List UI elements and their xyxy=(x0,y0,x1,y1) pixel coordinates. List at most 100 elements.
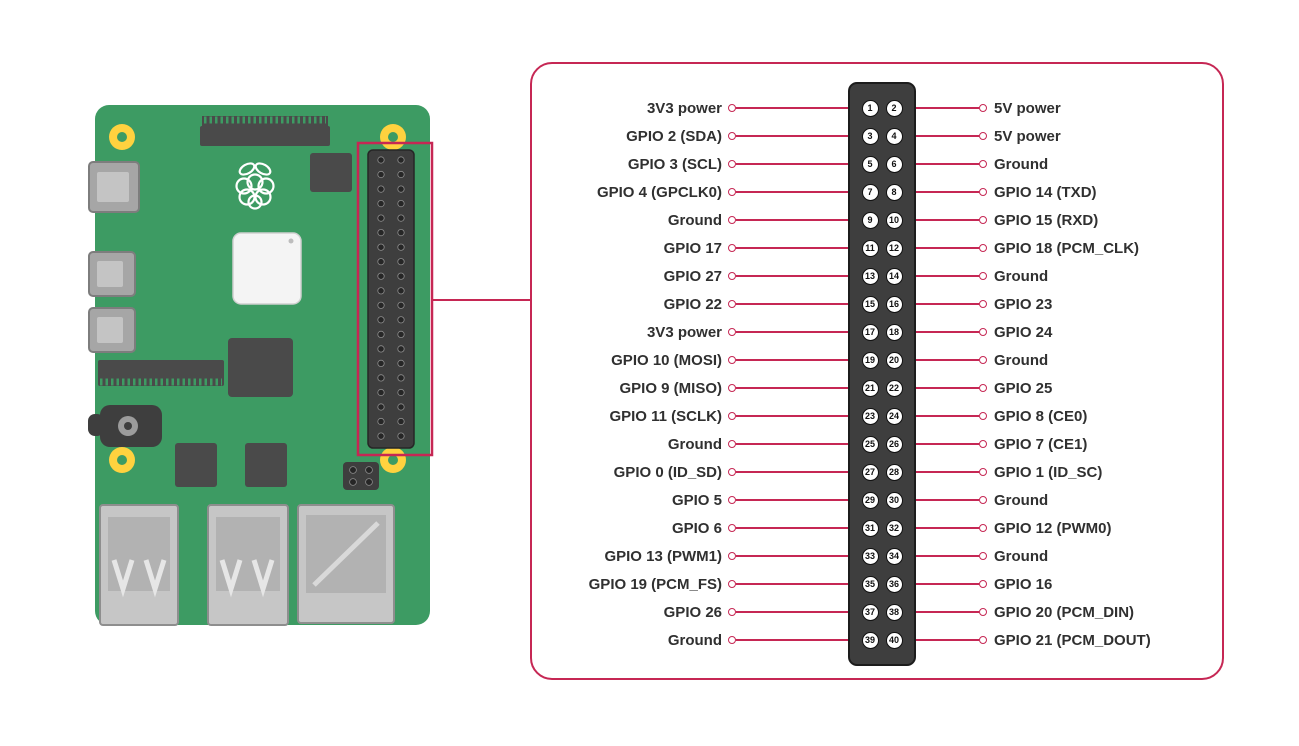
pin-number-odd: 17 xyxy=(861,323,879,341)
pin-row: GPIO 22 15 16 GPIO 23 xyxy=(532,290,1222,318)
pin-pair: 1 2 xyxy=(848,99,916,117)
pin-number-even: 36 xyxy=(885,575,903,593)
connector-dot-right xyxy=(979,160,987,168)
pin-number-even: 8 xyxy=(885,183,903,201)
pin-number-odd: 33 xyxy=(861,547,879,565)
pin-number-odd: 5 xyxy=(861,155,879,173)
pin-label-left: GPIO 9 (MISO) xyxy=(619,379,722,397)
micro-hdmi-port-1 xyxy=(88,307,136,353)
pin-label-left: GPIO 26 xyxy=(663,603,722,621)
pin-pair: 17 18 xyxy=(848,323,916,341)
pin-label-right: GPIO 25 xyxy=(994,379,1053,397)
pin-label-left: GPIO 10 (MOSI) xyxy=(611,351,722,369)
pin-pair: 35 36 xyxy=(848,575,916,593)
connector-dot-left xyxy=(728,132,736,140)
pin-label-left: 3V3 power xyxy=(646,99,722,117)
pin-row: GPIO 19 (PCM_FS) 35 36 GPIO 16 xyxy=(532,570,1222,598)
pin-pair: 39 40 xyxy=(848,631,916,649)
pin-number-even: 16 xyxy=(885,295,903,313)
pin-label-right: Ground xyxy=(994,267,1049,285)
connector-line-right xyxy=(916,303,979,305)
pin-label-left: Ground xyxy=(667,435,722,453)
connector-dot-left xyxy=(728,104,736,112)
connector-dot-left xyxy=(728,552,736,560)
camera-connector xyxy=(200,116,330,146)
connector-line-right xyxy=(916,163,979,165)
pin-row: GPIO 27 13 14 Ground xyxy=(532,262,1222,290)
memory-chip xyxy=(228,338,293,397)
connector-line-left xyxy=(736,443,848,445)
pin-label-right: Ground xyxy=(994,547,1049,565)
connector-line-right xyxy=(916,359,979,361)
connector-line-left xyxy=(736,135,848,137)
connector-dot-left xyxy=(728,272,736,280)
pin-label-right: GPIO 8 (CE0) xyxy=(994,407,1088,425)
connector-dot-right xyxy=(979,328,987,336)
connector-dot-left xyxy=(728,300,736,308)
pin-rows: 3V3 power 1 2 5V power GPIO 2 (SDA) 3 4 … xyxy=(532,94,1222,654)
connector-dot-right xyxy=(979,608,987,616)
pin-pair: 29 30 xyxy=(848,491,916,509)
pin-label-right: GPIO 16 xyxy=(994,575,1053,593)
pin-pair: 13 14 xyxy=(848,267,916,285)
pinout-panel: 3V3 power 1 2 5V power GPIO 2 (SDA) 3 4 … xyxy=(530,62,1224,680)
pin-number-even: 40 xyxy=(885,631,903,649)
pin-label-left: GPIO 0 (ID_SD) xyxy=(613,463,722,481)
raspberry-pi-logo-icon xyxy=(235,162,275,210)
pin-label-right: GPIO 21 (PCM_DOUT) xyxy=(994,631,1151,649)
pin-label-left: GPIO 5 xyxy=(671,491,722,509)
pin-label-right: 5V power xyxy=(994,127,1061,145)
pin-row: GPIO 4 (GPCLK0) 7 8 GPIO 14 (TXD) xyxy=(532,178,1222,206)
pin-label-left: GPIO 13 (PWM1) xyxy=(604,547,722,565)
pin-number-even: 26 xyxy=(885,435,903,453)
connector-line-left xyxy=(736,219,848,221)
pin-number-even: 6 xyxy=(885,155,903,173)
pin-pair: 25 26 xyxy=(848,435,916,453)
connector-line-left xyxy=(736,163,848,165)
soc-chip xyxy=(232,232,302,305)
connector-line-left xyxy=(736,359,848,361)
usb-c-power-port xyxy=(88,161,140,213)
connector-dot-left xyxy=(728,244,736,252)
pin-label-left: GPIO 2 (SDA) xyxy=(626,127,722,145)
connector-line-right xyxy=(916,191,979,193)
pin-row: GPIO 0 (ID_SD) 27 28 GPIO 1 (ID_SC) xyxy=(532,458,1222,486)
connector-line-right xyxy=(916,583,979,585)
pin-pair: 5 6 xyxy=(848,155,916,173)
pin-pair: 15 16 xyxy=(848,295,916,313)
connector-line-left xyxy=(736,191,848,193)
pin-label-left: GPIO 17 xyxy=(663,239,722,257)
connector-dot-right xyxy=(979,300,987,308)
gpio-header-strip xyxy=(848,82,916,666)
connector-dot-right xyxy=(979,468,987,476)
pin-number-odd: 11 xyxy=(861,239,879,257)
pin-number-odd: 29 xyxy=(861,491,879,509)
pin-label-left: 3V3 power xyxy=(646,323,722,341)
pin-label-left: GPIO 27 xyxy=(663,267,722,285)
pin-number-odd: 19 xyxy=(861,351,879,369)
connector-dot-left xyxy=(728,580,736,588)
pin-number-odd: 13 xyxy=(861,267,879,285)
pin-number-odd: 3 xyxy=(861,127,879,145)
pin-label-right: GPIO 7 (CE1) xyxy=(994,435,1088,453)
connector-line-right xyxy=(916,443,979,445)
connector-dot-left xyxy=(728,328,736,336)
connector-dot-left xyxy=(728,440,736,448)
pin-row: Ground 25 26 GPIO 7 (CE1) xyxy=(532,430,1222,458)
connector-line-right xyxy=(916,611,979,613)
pin-number-odd: 23 xyxy=(861,407,879,425)
pin-row: GPIO 9 (MISO) 21 22 GPIO 25 xyxy=(532,374,1222,402)
pin-pair: 19 20 xyxy=(848,351,916,369)
connector-line-right xyxy=(916,499,979,501)
pin-row: 3V3 power 1 2 5V power xyxy=(532,94,1222,122)
pin-row: 3V3 power 17 18 GPIO 24 xyxy=(532,318,1222,346)
pin-label-right: GPIO 12 (PWM0) xyxy=(994,519,1112,537)
pin-number-even: 4 xyxy=(885,127,903,145)
connector-line-right xyxy=(916,135,979,137)
connector-line-left xyxy=(736,303,848,305)
display-connector xyxy=(98,360,224,386)
pin-row: GPIO 11 (SCLK) 23 24 GPIO 8 (CE0) xyxy=(532,402,1222,430)
pin-number-odd: 39 xyxy=(861,631,879,649)
connector-dot-left xyxy=(728,160,736,168)
pin-row: GPIO 5 29 30 Ground xyxy=(532,486,1222,514)
